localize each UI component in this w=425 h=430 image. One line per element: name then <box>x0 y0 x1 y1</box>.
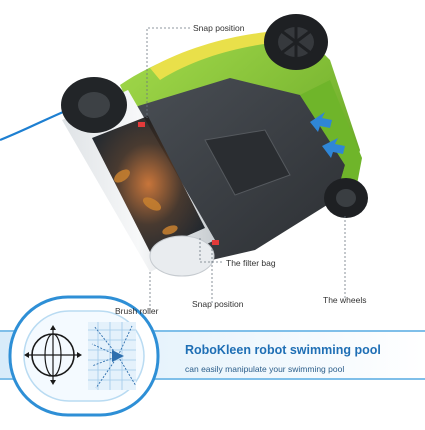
water-flow-arrow-icon <box>310 112 345 158</box>
bottom-wheel <box>324 178 368 218</box>
snap-marker-top <box>138 122 145 127</box>
brush-roller <box>61 77 215 277</box>
top-wheel <box>264 14 328 70</box>
callout-brush-roller: Brush roller <box>115 306 159 316</box>
snap-marker-bottom <box>212 240 219 245</box>
banner-title: RoboKleen robot swimming pool <box>185 343 381 357</box>
callout-lines <box>146 27 346 310</box>
callout-snap-position-top: Snap position <box>193 23 245 33</box>
callout-snap-position-bottom: Snap position <box>192 299 244 309</box>
callout-wheels: The wheels <box>323 295 367 305</box>
filter-bag-panel <box>204 129 291 196</box>
callout-filter-bag: The filter bag <box>226 258 276 268</box>
cleaning-path-icon <box>88 322 137 390</box>
banner-subtitle: can easily manipulate your swimming pool <box>185 364 345 374</box>
side-rail <box>300 80 362 200</box>
